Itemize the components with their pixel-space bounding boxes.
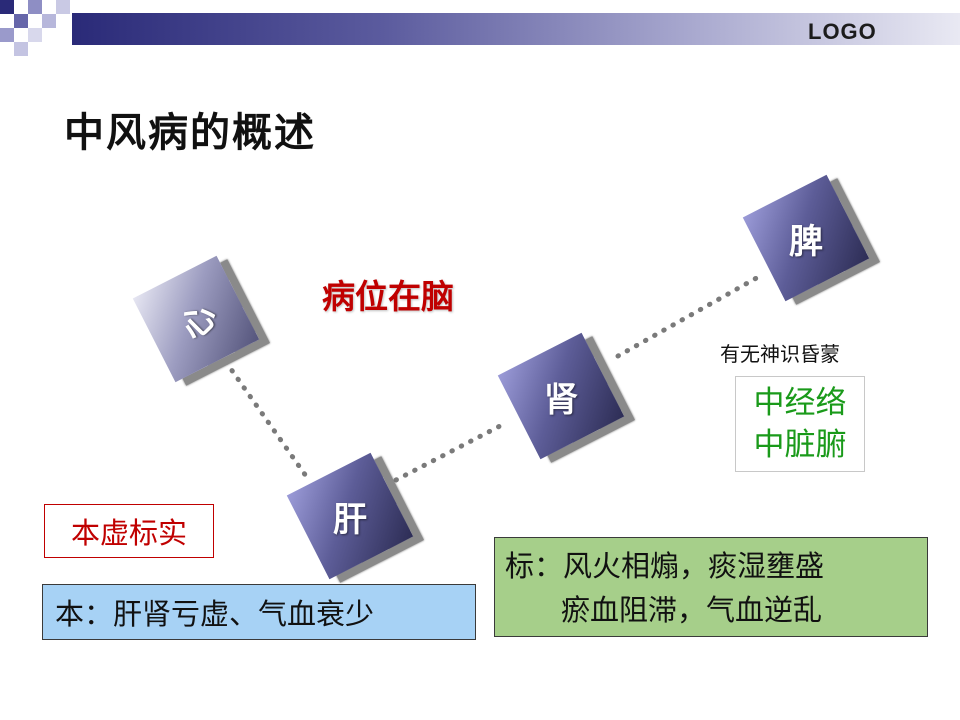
header-bar <box>72 13 960 45</box>
node-liver-label: 肝 <box>333 499 367 540</box>
page-title: 中风病的概述 <box>64 110 316 156</box>
node-heart-label: 心 <box>172 295 225 348</box>
concept-box: 本虚标实 <box>44 504 214 558</box>
stroke-type-meridian: 中经络 <box>753 385 847 421</box>
disease-location-label: 病位在脑 <box>322 277 454 316</box>
logo: LOGO <box>808 19 877 44</box>
node-heart: 心 <box>130 253 262 385</box>
stroke-types-box: 中经络 中脏腑 <box>735 376 865 472</box>
stroke-type-organ: 中脏腑 <box>753 427 847 463</box>
header-checker-decoration <box>0 0 70 56</box>
node-kidney: 肾 <box>495 330 627 462</box>
symptom-label: 有无神识昏蒙 <box>720 342 840 366</box>
branch-cause-box: 标：风火相煽，痰湿壅盛 瘀血阻滞，气血逆乱 <box>494 537 928 637</box>
branch-cause-line-2: 瘀血阻滞，气血逆乱 <box>561 593 823 627</box>
node-kidney-label: 肾 <box>544 379 578 420</box>
node-spleen: 脾 <box>740 172 872 304</box>
root-cause-box: 本：肝肾亏虚、气血衰少 <box>42 584 476 640</box>
node-liver: 肝 <box>284 450 416 582</box>
node-spleen-label: 脾 <box>789 221 823 262</box>
branch-cause-line-1: 标：风火相煽，痰湿壅盛 <box>505 549 825 583</box>
